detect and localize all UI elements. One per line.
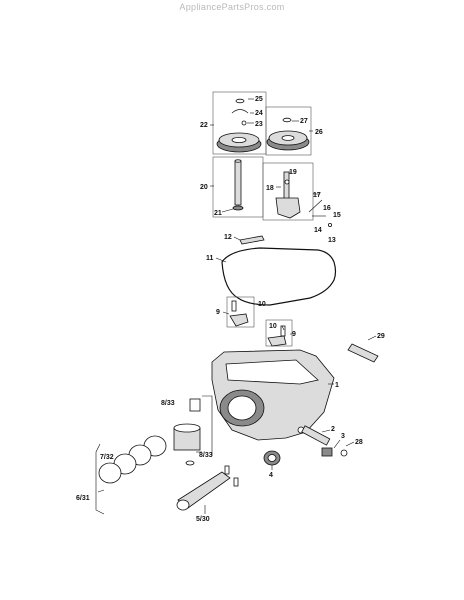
crankcase-opening	[225, 359, 319, 385]
piston-rings-group	[95, 435, 167, 515]
rod-bolt	[224, 465, 230, 475]
callout-8-33-bottom: 8/33	[199, 452, 213, 459]
callout-5-30: 5/30	[196, 516, 210, 523]
callout-20: 20	[200, 184, 208, 191]
callout-17: 17	[313, 192, 321, 199]
piston-ring-4	[98, 462, 122, 484]
callout-25: 25	[255, 96, 263, 103]
balance-gear-group	[265, 106, 312, 156]
callout-8-33-top: 8/33	[161, 400, 175, 407]
rings-bracket	[95, 443, 105, 515]
callout-labels: 25 24 23 22 27 26 20 21 19 18 17 16 15 1…	[76, 96, 385, 523]
governor-shaft-18	[283, 171, 290, 203]
crankcase-1	[211, 349, 335, 441]
callout-18: 18	[266, 185, 274, 192]
callout-28: 28	[355, 439, 363, 446]
camshaft-gear-group	[212, 91, 267, 155]
shaft-group	[212, 156, 264, 218]
bolt-10-left	[231, 300, 237, 312]
callout-4: 4	[269, 472, 273, 479]
spring-24	[231, 109, 249, 114]
governor-group	[262, 162, 332, 227]
callout-21: 21	[214, 210, 222, 217]
callout-14: 14	[314, 227, 322, 234]
piston-top	[173, 423, 201, 433]
pin-19	[284, 179, 290, 185]
washer-13	[327, 222, 332, 227]
watermark-text: AppliancePartsPros.com	[179, 2, 285, 12]
bracket-group-right	[265, 319, 293, 347]
cylinder-bore	[227, 395, 257, 421]
shaft-20	[234, 160, 242, 206]
leader-lines	[97, 98, 377, 514]
callout-26: 26	[315, 129, 323, 136]
rod-bolt-2	[233, 477, 239, 487]
callout-22: 22	[200, 122, 208, 129]
callout-29: 29	[377, 333, 385, 340]
callout-12: 12	[224, 234, 232, 241]
callout-19: 19	[289, 169, 297, 176]
callout-16: 16	[323, 205, 331, 212]
governor-17	[275, 197, 301, 219]
governor-arm-16	[308, 199, 323, 213]
camshaft-hub	[231, 136, 247, 143]
callout-6-31: 6/31	[76, 495, 90, 502]
callout-10-left: 10	[258, 301, 266, 308]
rod-big-end	[176, 499, 190, 511]
bracket-right-box	[265, 319, 293, 347]
balance-gear-hub	[281, 135, 295, 141]
callout-10-right: 10	[269, 323, 277, 330]
callout-3: 3	[341, 433, 345, 440]
callout-13: 13	[328, 237, 336, 244]
washer-25	[235, 98, 245, 104]
callout-2: 2	[331, 426, 335, 433]
gasket-11	[221, 247, 337, 306]
bracket-left-box	[226, 296, 255, 328]
piston-bracket	[202, 395, 213, 456]
washer-21	[232, 205, 244, 211]
part-29	[347, 343, 379, 363]
callout-9-left: 9	[216, 309, 220, 316]
callout-1: 1	[335, 382, 339, 389]
part-3	[321, 447, 333, 457]
callout-11: 11	[206, 255, 214, 262]
part-28	[340, 449, 348, 457]
callout-15: 15	[333, 212, 341, 219]
bracket-9-right	[267, 335, 287, 347]
callout-24: 24	[255, 110, 263, 117]
bracket-group-left	[226, 296, 255, 328]
callout-9-right: 9	[292, 331, 296, 338]
part-2	[301, 425, 331, 446]
pin-23	[241, 120, 247, 126]
part-12	[239, 235, 265, 245]
piston-group	[173, 395, 213, 466]
piston-clip	[185, 460, 195, 466]
bracket-9-left	[229, 313, 249, 327]
callout-23: 23	[255, 121, 263, 128]
connecting-rod-group	[176, 465, 239, 511]
shaft-top	[234, 159, 242, 163]
piston-pin	[189, 398, 201, 412]
governor-box	[262, 162, 314, 221]
callout-27: 27	[300, 118, 308, 125]
callout-7-32: 7/32	[100, 454, 114, 461]
washer-27	[282, 117, 292, 123]
seal-4-center	[267, 454, 277, 462]
